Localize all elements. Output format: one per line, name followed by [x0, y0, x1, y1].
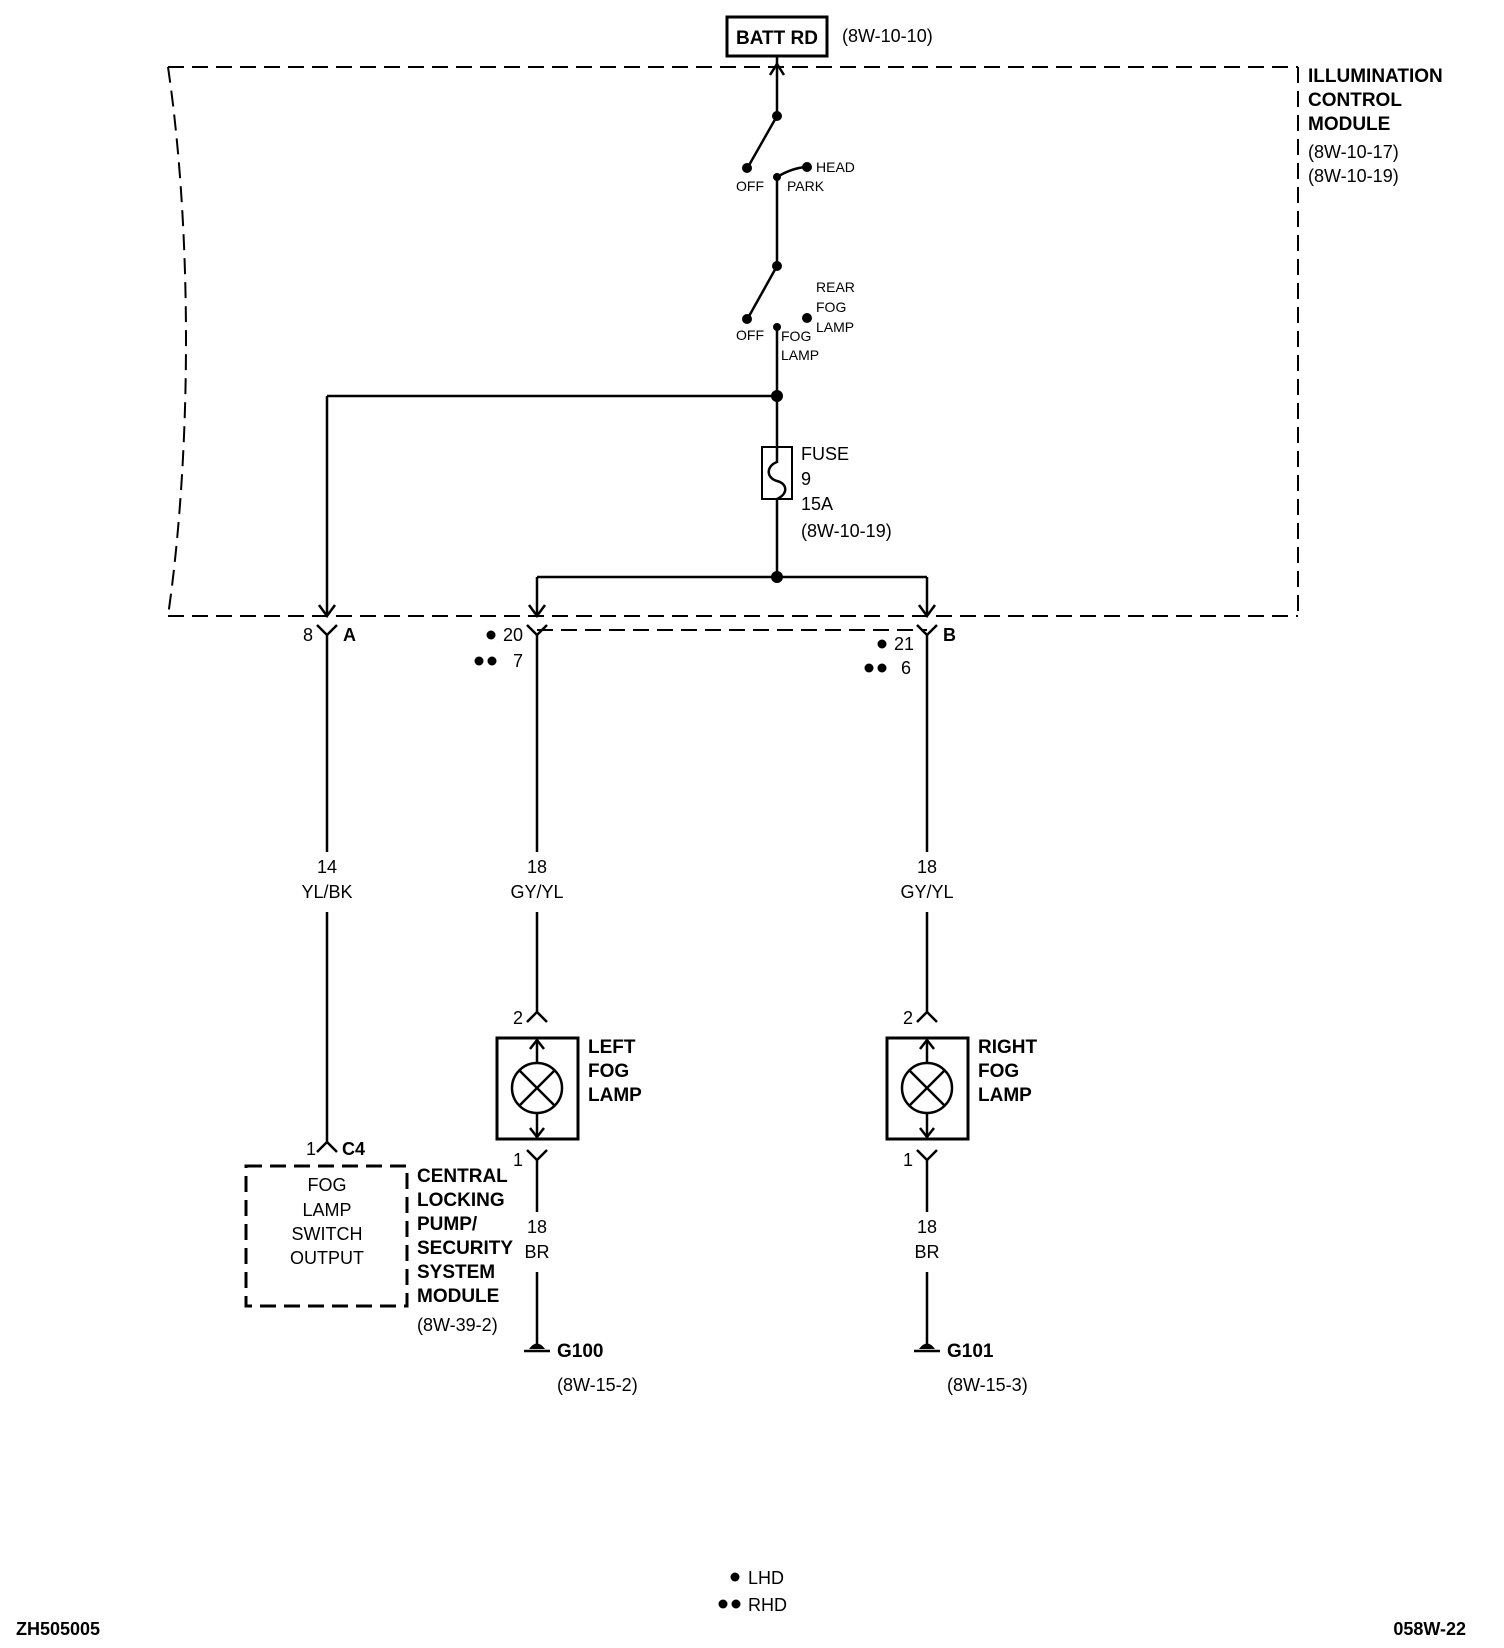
headlamp-park-label: PARK [787, 178, 825, 194]
module-ref-1: (8W-10-17) [1308, 142, 1399, 162]
fuse-label: FUSE [801, 444, 849, 464]
right-fog-lamp-box [885, 1036, 970, 1141]
module-outline [167, 66, 1299, 617]
module-name: ILLUMINATION CONTROL MODULE [1308, 66, 1443, 135]
security-pin: 1 [306, 1139, 316, 1159]
headlamp-head-label: HEAD [816, 159, 855, 175]
rhd-dot-7a [474, 656, 484, 666]
wire-a-gauge: 14 [317, 857, 337, 877]
right-fog-lamp-name: RIGHT FOG LAMP [978, 1037, 1038, 1106]
connector-a-letter: A [343, 625, 356, 645]
left-fog-lamp-box [495, 1036, 580, 1141]
svg-text:SWITCH: SWITCH [292, 1224, 363, 1244]
wire-right-ground-gauge: 18 [917, 1217, 937, 1237]
batt-rd-ref: (8W-10-10) [842, 26, 933, 46]
wire-left-ground-color: BR [524, 1242, 549, 1262]
ground-g100-icon [524, 1343, 550, 1353]
wire-left-ground-gauge: 18 [527, 1217, 547, 1237]
headlamp-off-label: OFF [736, 178, 764, 194]
left-fog-lamp-name: LEFT FOG LAMP [588, 1037, 642, 1106]
svg-text:LAMP: LAMP [816, 319, 854, 335]
rhd-dot-6a [864, 663, 874, 673]
fuse-ref: (8W-10-19) [801, 521, 892, 541]
svg-text:LAMP: LAMP [302, 1200, 351, 1220]
svg-text:SYSTEM: SYSTEM [417, 1262, 495, 1283]
fog-switch-fog-lamp-label: FOG LAMP [781, 328, 819, 363]
ground-g100-ref: (8W-15-2) [557, 1375, 638, 1395]
wire-right-gauge: 18 [917, 857, 937, 877]
legend-rhd-dot-2 [731, 1599, 741, 1609]
fog-lamp-switch [742, 265, 812, 331]
security-module-inner-text: FOG LAMP SWITCH OUTPUT [290, 1175, 364, 1268]
wire-right-color: GY/YL [900, 882, 953, 902]
wire-left-color: GY/YL [510, 882, 563, 902]
lhd-dot-20 [486, 630, 496, 640]
ground-g100-label: G100 [557, 1341, 603, 1362]
svg-text:MODULE: MODULE [1308, 114, 1390, 135]
svg-text:FOG: FOG [588, 1061, 629, 1082]
connector-b-rhd-pin: 6 [901, 658, 911, 678]
right-lamp-pin-top: 2 [903, 1008, 913, 1028]
svg-text:LAMP: LAMP [588, 1085, 642, 1106]
left-lamp-pin-bottom: 1 [513, 1150, 523, 1170]
legend-lhd-dot [730, 1572, 740, 1582]
wire-right-ground-color: BR [914, 1242, 939, 1262]
svg-text:CONTROL: CONTROL [1308, 90, 1402, 111]
legend-rhd-dot-1 [718, 1599, 728, 1609]
footer-right-code: 058W-22 [1393, 1619, 1466, 1639]
connector-mid-rhd-pin: 7 [513, 651, 523, 671]
svg-text:FOG: FOG [308, 1175, 347, 1195]
svg-text:FOG: FOG [781, 328, 811, 344]
ground-g101-label: G101 [947, 1341, 994, 1362]
right-lamp-pin-bottom: 1 [903, 1150, 913, 1170]
connector-a-pin: 8 [303, 625, 313, 645]
security-connector: C4 [342, 1139, 365, 1159]
svg-text:FOG: FOG [978, 1061, 1019, 1082]
security-module-name: CENTRAL LOCKING PUMP/ SECURITY SYSTEM MO… [417, 1166, 513, 1307]
footer-left-code: ZH505005 [16, 1619, 100, 1639]
svg-text:OUTPUT: OUTPUT [290, 1248, 364, 1268]
fuse-element [767, 447, 787, 501]
connector-c4 [316, 1140, 338, 1153]
connector-b-lhd-pin: 21 [894, 634, 914, 654]
module-ref-2: (8W-10-19) [1308, 166, 1399, 186]
connector-a [316, 624, 338, 637]
security-module-ref: (8W-39-2) [417, 1315, 498, 1335]
svg-text:PUMP/: PUMP/ [417, 1214, 478, 1235]
security-module-box [244, 1164, 409, 1308]
svg-text:LAMP: LAMP [978, 1085, 1032, 1106]
svg-text:CENTRAL: CENTRAL [417, 1166, 508, 1187]
svg-text:LEFT: LEFT [588, 1037, 636, 1058]
batt-rd-label: BATT RD [736, 28, 818, 49]
svg-text:LAMP: LAMP [781, 347, 819, 363]
svg-text:REAR: REAR [816, 279, 855, 295]
lhd-dot-21 [877, 639, 887, 649]
fuse-rating: 15A [801, 494, 833, 514]
fuse-number: 9 [801, 469, 811, 489]
ground-g101-ref: (8W-15-3) [947, 1375, 1028, 1395]
svg-text:SECURITY: SECURITY [417, 1238, 513, 1259]
rhd-dot-6b [877, 663, 887, 673]
legend-lhd-label: LHD [748, 1568, 784, 1588]
legend-rhd-label: RHD [748, 1595, 787, 1615]
svg-text:MODULE: MODULE [417, 1286, 499, 1307]
rhd-dot-7b [487, 656, 497, 666]
fog-switch-off-label: OFF [736, 327, 764, 343]
connector-b-letter: B [943, 625, 956, 645]
fog-switch-rear-fog-lamp-label: REAR FOG LAMP [816, 279, 855, 335]
svg-text:FOG: FOG [816, 299, 846, 315]
ground-g101-icon [914, 1343, 940, 1353]
svg-text:ILLUMINATION: ILLUMINATION [1308, 66, 1443, 87]
headlamp-switch [742, 115, 812, 181]
wire-left-gauge: 18 [527, 857, 547, 877]
wire-a-color: YL/BK [301, 882, 352, 902]
connector-mid-lhd-pin: 20 [503, 625, 523, 645]
left-lamp-pin-top: 2 [513, 1008, 523, 1028]
svg-text:LOCKING: LOCKING [417, 1190, 505, 1211]
svg-text:RIGHT: RIGHT [978, 1037, 1038, 1058]
